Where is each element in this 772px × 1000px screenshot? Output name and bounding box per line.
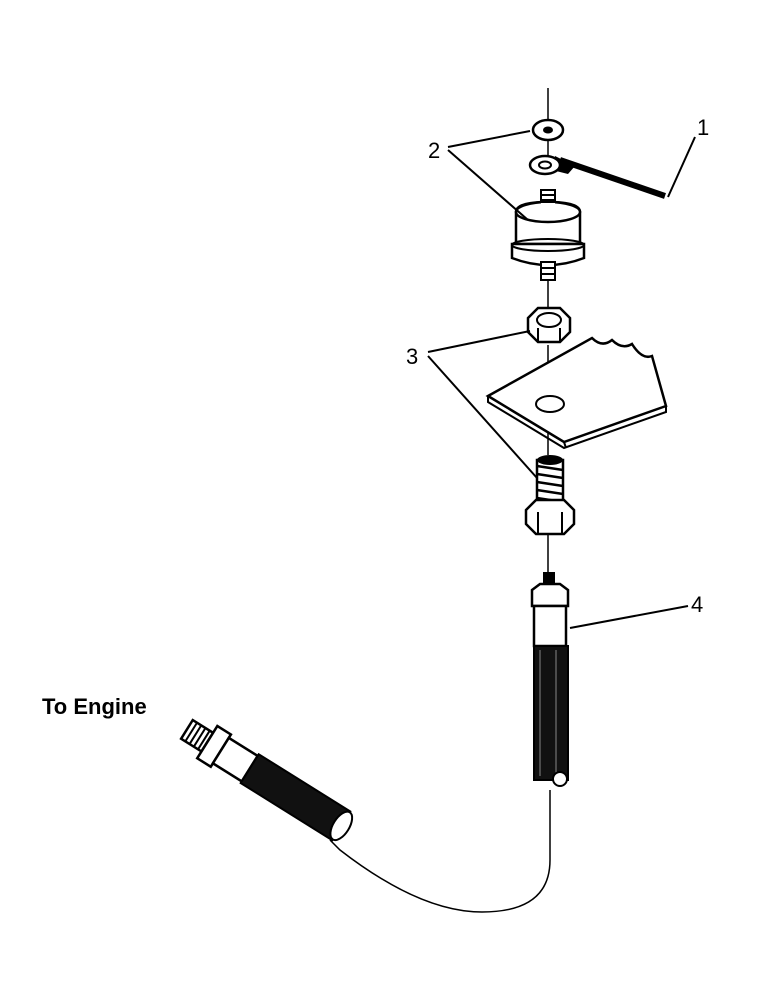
top-nut: [531, 118, 565, 142]
ring-terminal-wire: [528, 154, 666, 199]
mounting-plate: [485, 336, 668, 450]
capillary-line: [329, 572, 570, 913]
leader-lines: [427, 130, 696, 629]
threaded-adapter: [524, 455, 576, 536]
callout-4: 4: [691, 592, 703, 617]
engine-label: To Engine: [42, 694, 147, 719]
hex-nut: [526, 306, 572, 344]
callout-2: 2: [428, 138, 440, 163]
callout-3: 3: [406, 344, 418, 369]
sender-unit: [510, 189, 586, 281]
callout-1: 1: [697, 115, 709, 140]
engine-fitting: [160, 690, 354, 842]
